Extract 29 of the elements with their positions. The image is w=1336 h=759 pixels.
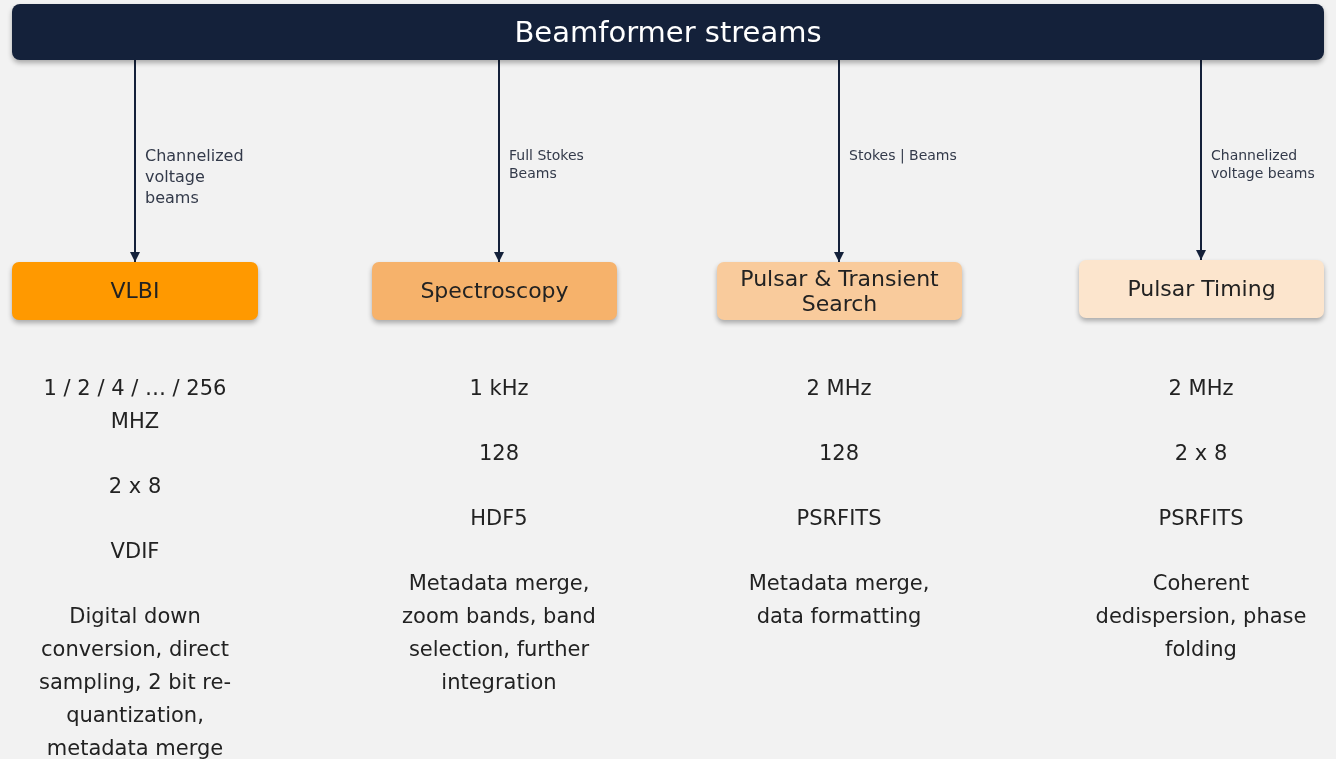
spec-text: 2 MHz — [806, 375, 872, 402]
arrow — [130, 59, 140, 263]
spec-text: 2 x 8 — [1174, 440, 1228, 467]
edge-label: Channelized voltage beams — [1211, 146, 1316, 183]
stream-box: Spectroscopy — [372, 262, 617, 320]
spec-text: Coherent dedispersion, phase folding — [1094, 570, 1308, 663]
header-bar: Beamformer streams — [12, 4, 1324, 60]
edge-label: Full Stokes Beams — [509, 146, 585, 183]
stream-box: Pulsar & Transient Search — [717, 262, 962, 320]
spec-text: 1 / 2 / 4 / … / 256 MHZ — [42, 375, 228, 435]
arrow — [834, 59, 844, 263]
spec-text: Metadata merge, data formatting — [747, 570, 931, 630]
stream-box: Pulsar Timing — [1079, 260, 1324, 318]
spec-text: HDF5 — [470, 505, 528, 532]
spec-text: 1 kHz — [469, 375, 529, 402]
spec-text: 2 MHz — [1168, 375, 1234, 402]
spec-text: PSRFITS — [796, 505, 882, 532]
spec-text: 128 — [478, 440, 520, 467]
spec-text: 2 x 8 — [108, 473, 162, 500]
spec-text: PSRFITS — [1158, 505, 1244, 532]
edge-label: Channelized voltage beams — [145, 146, 245, 209]
spec-text: Digital down conversion, direct sampling, 2 bit re-quantization, metadata merge — [37, 603, 232, 759]
spec-text: Metadata merge, zoom bands, band selection, further integration — [401, 570, 597, 696]
stream-box: VLBI — [12, 262, 258, 320]
spec-text: VDIF — [110, 538, 160, 565]
spec-text: 128 — [818, 440, 860, 467]
arrow — [1196, 59, 1206, 261]
edge-label: Stokes | Beams — [849, 146, 958, 165]
arrow — [494, 59, 504, 263]
